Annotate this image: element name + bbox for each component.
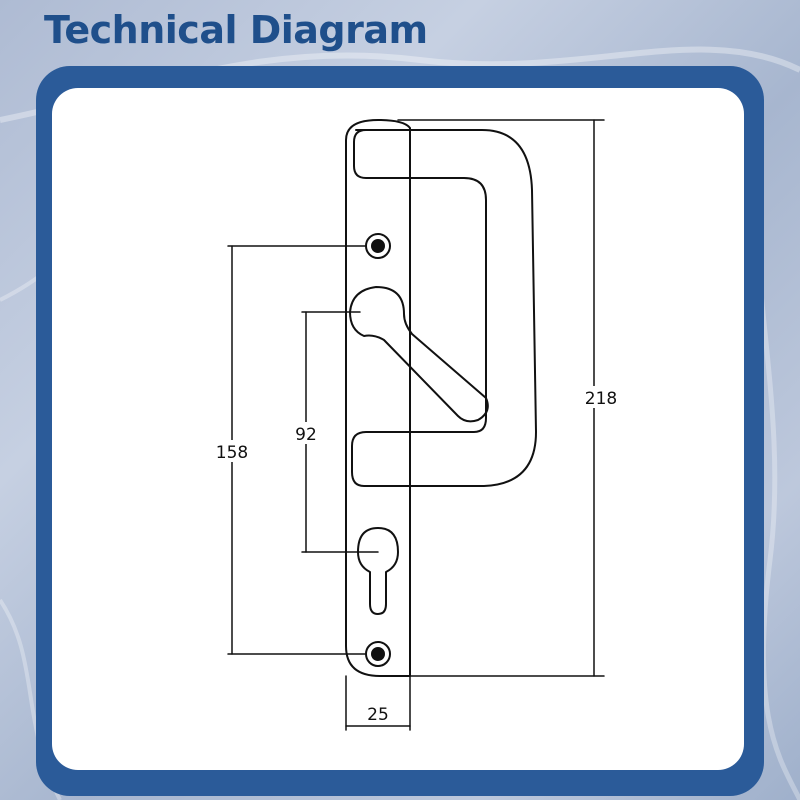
keyhole-outline	[357, 527, 399, 615]
handle-technical-drawing: 218 158 92 25	[210, 119, 617, 731]
lever-outline	[349, 286, 489, 423]
dim-label-92: 92	[295, 425, 317, 445]
dim-label-158: 158	[216, 443, 248, 463]
backplate-outline	[345, 119, 411, 677]
dim-label-25: 25	[367, 705, 389, 725]
dim-label-218: 218	[585, 389, 617, 409]
d-handle-outline	[351, 129, 537, 487]
page-title: Technical Diagram	[44, 8, 428, 52]
diagram-panel: 218 158 92 25	[52, 88, 744, 770]
